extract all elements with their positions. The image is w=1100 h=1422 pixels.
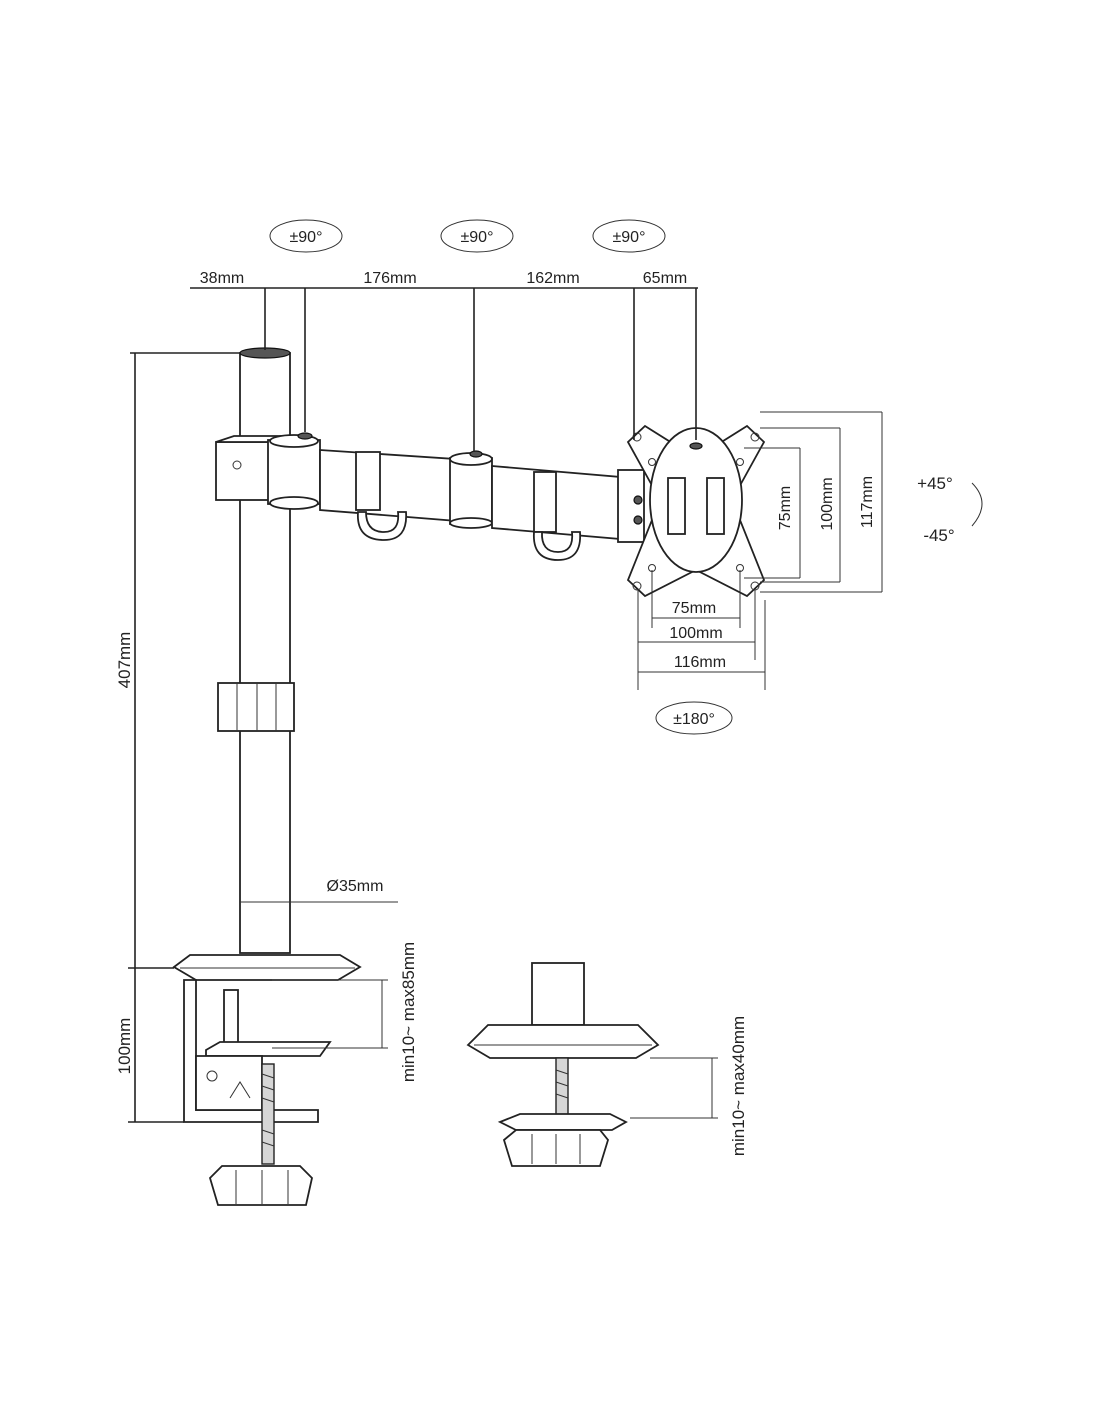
vesa-horizontal-dimensions: 75mm 100mm 116mm: [637, 570, 766, 690]
dim-65mm: 65mm: [643, 270, 687, 287]
tilt-range: +45° -45°: [917, 474, 983, 545]
rotation-joint1-label: ±90°: [290, 229, 323, 246]
pole-dimensions: 407mm Ø35mm: [115, 352, 398, 968]
vesa-vertical-dimensions: 75mm 100mm 117mm: [744, 411, 883, 593]
rotation-joint2: ±90°: [440, 219, 514, 253]
vesa-100mm-height: 100mm: [819, 477, 836, 530]
rotation-joint3-label: ±90°: [613, 229, 646, 246]
top-dimensions: 38mm 176mm 162mm 65mm: [190, 270, 698, 452]
dim-176mm: 176mm: [363, 270, 416, 287]
rotation-joint3: ±90°: [592, 219, 666, 253]
rotation-panel-label: ±180°: [673, 711, 715, 728]
dim-162mm: 162mm: [526, 270, 579, 287]
vesa-100mm-width: 100mm: [669, 625, 722, 642]
rotation-joint1: ±90°: [269, 219, 343, 253]
clamp-height-100mm: 100mm: [115, 1018, 134, 1075]
tilt-down-label: -45°: [923, 526, 954, 545]
tilt-arrow-icon: [971, 482, 983, 527]
desk-clamp: [172, 954, 362, 1206]
arm: [215, 432, 645, 561]
vesa-75mm-width: 75mm: [672, 600, 716, 617]
tilt-up-label: +45°: [917, 474, 953, 493]
vesa-117mm-height: 117mm: [859, 476, 876, 528]
clamp-range-85mm: min10~ max85mm: [399, 942, 418, 1082]
grommet-mount: min10~ max40mm: [466, 962, 748, 1167]
vesa-plate: [626, 424, 766, 598]
vesa-116mm-width: 116mm: [674, 654, 726, 671]
rotation-joint2-label: ±90°: [461, 229, 494, 246]
clamp-dimensions: 100mm min10~ max85mm: [115, 942, 418, 1123]
pole-height-407mm: 407mm: [115, 632, 134, 689]
vesa-75mm-height: 75mm: [777, 486, 794, 530]
dim-38mm: 38mm: [200, 270, 244, 287]
pole-diameter-35mm: Ø35mm: [327, 878, 384, 895]
grommet-range-40mm: min10~ max40mm: [729, 1016, 748, 1156]
rotation-panel: ±180°: [655, 701, 733, 735]
